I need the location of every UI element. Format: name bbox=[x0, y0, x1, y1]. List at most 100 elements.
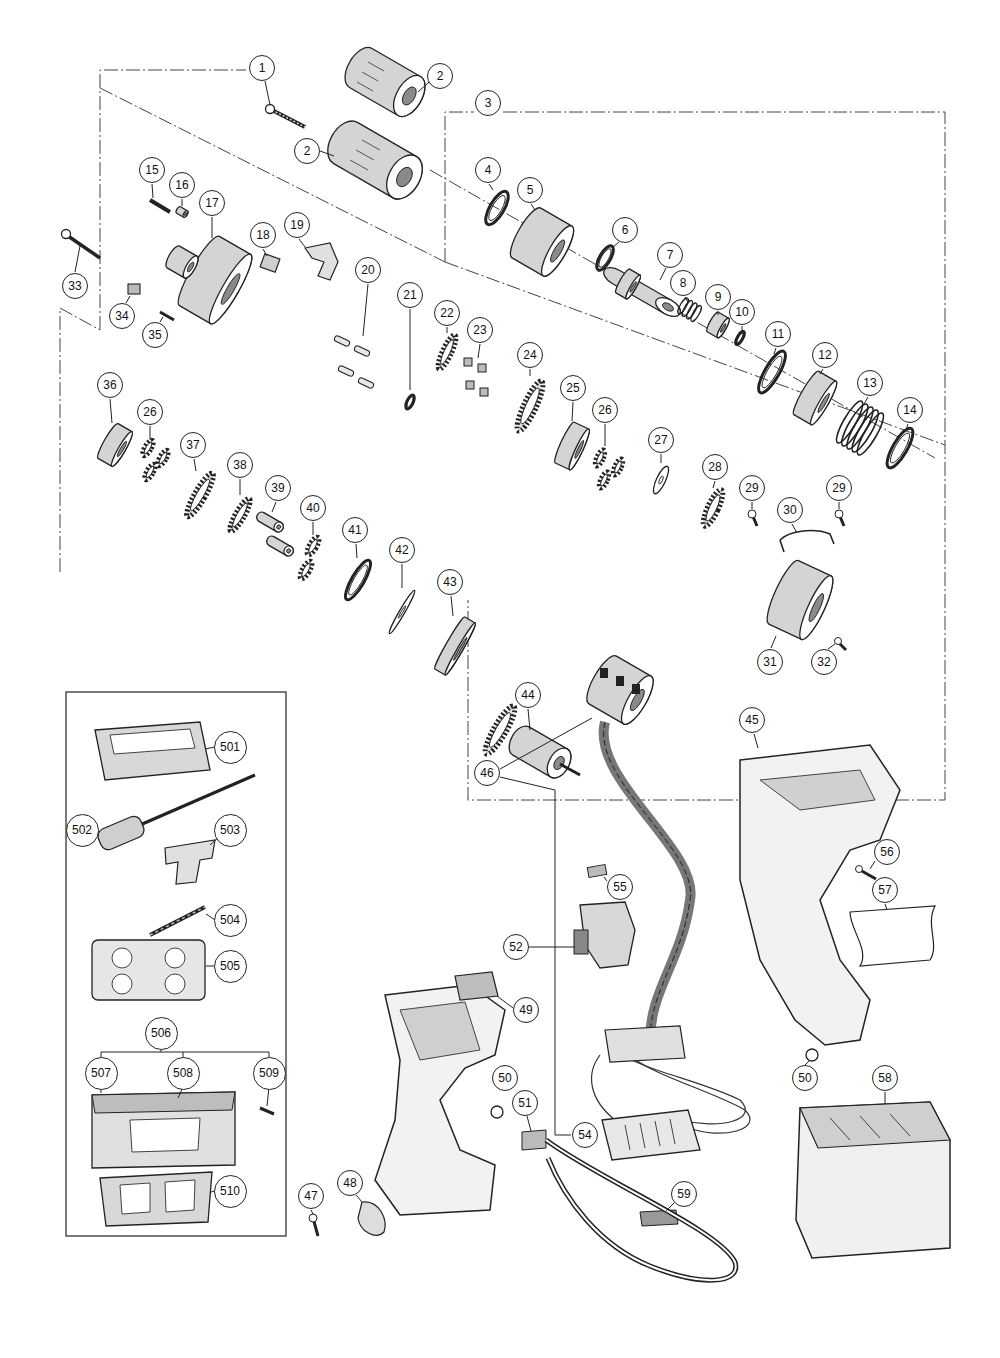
planetary-gears bbox=[464, 358, 472, 366]
gear-housing bbox=[62, 200, 339, 328]
planetary-gears bbox=[651, 465, 672, 496]
callout-number: 24 bbox=[517, 342, 543, 368]
leader-line bbox=[718, 311, 719, 315]
leader-line bbox=[885, 1092, 886, 1104]
gear-case-parts bbox=[614, 268, 643, 301]
group-frame bbox=[430, 170, 935, 458]
accessory-box bbox=[92, 940, 205, 1000]
callout-number: 56 bbox=[874, 839, 900, 865]
leader-line bbox=[447, 327, 448, 333]
leader-line bbox=[572, 402, 573, 421]
housing-half bbox=[491, 1106, 503, 1118]
callout-number: 503 bbox=[214, 814, 247, 847]
callout-number: 52 bbox=[503, 934, 529, 960]
leader-line bbox=[713, 481, 715, 488]
gear-housing bbox=[68, 236, 100, 258]
planetary-gears bbox=[597, 471, 610, 490]
callout-number: 2 bbox=[427, 63, 453, 89]
callout-number: 23 bbox=[467, 317, 493, 343]
accessory-box bbox=[130, 1118, 200, 1152]
callout-number: 51 bbox=[512, 1090, 538, 1116]
leader-line bbox=[299, 239, 305, 247]
leader-line bbox=[742, 326, 743, 330]
gear-housing bbox=[260, 254, 280, 273]
planetary-gears bbox=[333, 335, 350, 347]
leader-line bbox=[530, 369, 531, 376]
housing-half bbox=[860, 870, 876, 879]
planetary-gears bbox=[552, 421, 592, 472]
first-stage-gears bbox=[305, 536, 321, 557]
switch bbox=[625, 1119, 675, 1150]
callout-number: 1 bbox=[249, 55, 275, 81]
callout-number: 34 bbox=[109, 303, 135, 329]
planetary-gears bbox=[513, 378, 548, 433]
callout-number: 509 bbox=[253, 1057, 286, 1090]
gear-case-parts bbox=[481, 188, 917, 471]
leader-line bbox=[150, 426, 151, 440]
planetary-gears bbox=[464, 358, 488, 396]
leader-line bbox=[410, 309, 411, 390]
first-stage-gears bbox=[227, 497, 254, 534]
housing-half bbox=[358, 1202, 385, 1235]
leader-line bbox=[612, 242, 619, 248]
callout-number: 11 bbox=[765, 321, 791, 347]
callout-number: 31 bbox=[757, 649, 783, 675]
housing-half bbox=[400, 1002, 480, 1060]
planetary-gears bbox=[435, 333, 459, 371]
drill-chuck bbox=[339, 42, 432, 122]
planetary-gears bbox=[404, 394, 416, 410]
callout-number: 49 bbox=[513, 997, 539, 1023]
group-frame bbox=[60, 308, 100, 572]
leader-line bbox=[792, 524, 797, 533]
first-stage-gears bbox=[341, 557, 374, 602]
leader-line bbox=[313, 522, 314, 535]
motor bbox=[616, 676, 624, 686]
callout-number: 508 bbox=[167, 1057, 200, 1090]
leader-line bbox=[272, 502, 276, 512]
callout-number: 40 bbox=[300, 495, 326, 521]
leader-line bbox=[75, 81, 908, 1214]
gear-housing bbox=[175, 206, 189, 218]
leader-line bbox=[489, 184, 493, 190]
callout-number: 32 bbox=[811, 649, 837, 675]
leader-line bbox=[182, 199, 183, 206]
planetary-gears bbox=[337, 365, 354, 377]
callout-number: 50 bbox=[792, 1065, 818, 1091]
housing-half bbox=[375, 985, 505, 1215]
housing-half bbox=[546, 1140, 736, 1280]
planetary-gears bbox=[611, 458, 624, 477]
leader-line bbox=[529, 947, 555, 948]
accessory-box bbox=[112, 948, 132, 968]
leader-line bbox=[126, 296, 130, 303]
motor bbox=[600, 668, 608, 678]
accessory-box bbox=[66, 692, 286, 1236]
housing-half bbox=[309, 745, 950, 1280]
first-stage-gears bbox=[387, 589, 417, 635]
callout-number: 36 bbox=[97, 372, 123, 398]
first-stage-gears bbox=[183, 471, 217, 520]
leader-line bbox=[864, 397, 868, 404]
motor bbox=[560, 764, 580, 775]
gear-housing bbox=[172, 232, 257, 327]
accessory-box bbox=[260, 1108, 274, 1114]
first-stage-gears bbox=[156, 449, 170, 467]
callout-number: 54 bbox=[572, 1122, 598, 1148]
housing-half bbox=[806, 1049, 818, 1061]
callout-number: 21 bbox=[397, 282, 423, 308]
drill-chuck bbox=[345, 170, 363, 180]
callout-number: 38 bbox=[227, 452, 253, 478]
leader-line bbox=[906, 424, 908, 430]
housing-half bbox=[830, 1114, 910, 1140]
first-stage-gears bbox=[95, 422, 135, 468]
accessory-box bbox=[150, 907, 205, 935]
accessory-box bbox=[92, 1092, 235, 1168]
callout-number: 27 bbox=[648, 427, 674, 453]
callout-number: 39 bbox=[265, 475, 291, 501]
planetary-gears bbox=[593, 449, 606, 468]
accessory-box bbox=[92, 1092, 235, 1113]
leader-line bbox=[774, 348, 776, 354]
leader-line bbox=[356, 544, 357, 558]
leader-line bbox=[478, 344, 480, 358]
leader-line bbox=[267, 1087, 269, 1106]
